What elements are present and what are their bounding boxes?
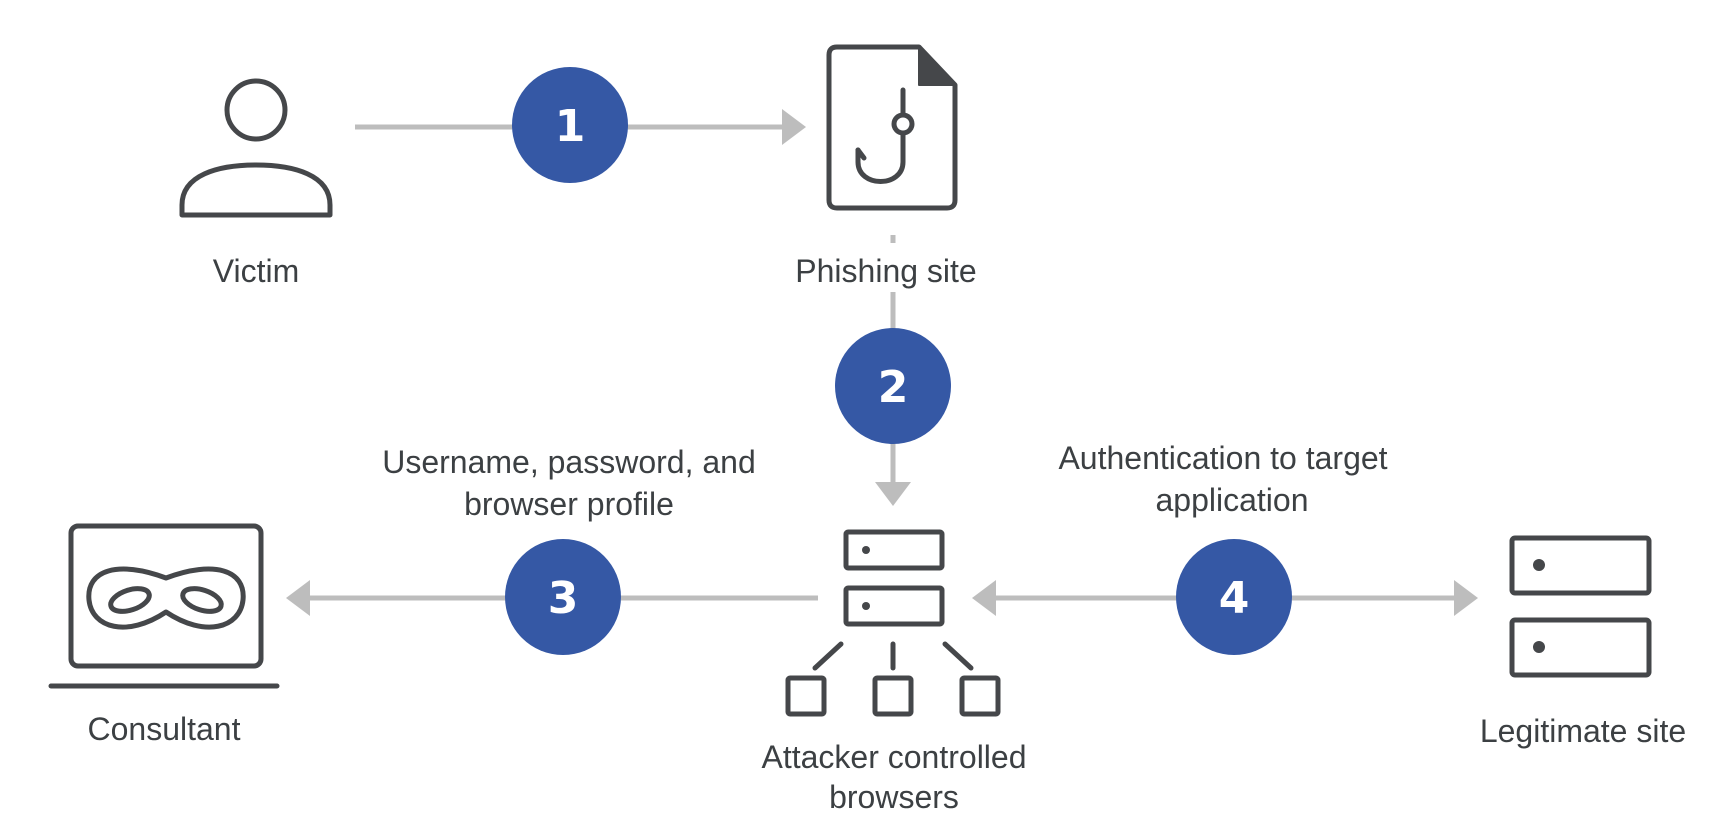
step-4-badge: 4 xyxy=(1176,539,1292,655)
step-3-badge: 3 xyxy=(505,539,621,655)
laptop-mask-icon xyxy=(48,523,280,689)
victim-label: Victim xyxy=(213,253,300,289)
server-network-icon xyxy=(785,529,1001,717)
step-circle xyxy=(1176,539,1292,655)
phishing-site-node: Phishing site xyxy=(795,44,977,289)
step-circle xyxy=(505,539,621,655)
step-3-caption-line-2: browser profile xyxy=(464,486,674,522)
step-4-caption: Authentication to target application xyxy=(1058,440,1387,518)
step-number: 4 xyxy=(1219,573,1250,624)
phishing-document-icon xyxy=(826,44,958,211)
person-icon xyxy=(179,78,333,218)
legitimate-site-label: Legitimate site xyxy=(1480,713,1686,749)
server-icon xyxy=(1509,535,1652,678)
attacker-browsers-label-line-1: Attacker controlled xyxy=(761,739,1026,775)
attacker-browsers-node: Attacker controlled browsers xyxy=(761,529,1027,815)
phishing-site-label: Phishing site xyxy=(795,253,976,289)
step-circle xyxy=(835,328,951,444)
step-number: 1 xyxy=(555,101,586,152)
consultant-node: Consultant xyxy=(48,523,280,747)
step-circle xyxy=(512,67,628,183)
legitimate-site-node: Legitimate site xyxy=(1480,535,1686,749)
step-number: 2 xyxy=(878,362,909,413)
step-number: 3 xyxy=(548,573,579,624)
step-3-caption-line-1: Username, password, and xyxy=(382,444,756,480)
victim-node: Victim xyxy=(179,78,333,289)
consultant-label: Consultant xyxy=(88,711,241,747)
step-3-caption: Username, password, and browser profile xyxy=(382,444,756,522)
step-2-badge: 2 xyxy=(835,328,951,444)
attacker-browsers-label-line-2: browsers xyxy=(829,779,959,815)
step-1-badge: 1 xyxy=(512,67,628,183)
step-4-caption-line-1: Authentication to target xyxy=(1058,440,1387,476)
step-4-caption-line-2: application xyxy=(1156,482,1309,518)
